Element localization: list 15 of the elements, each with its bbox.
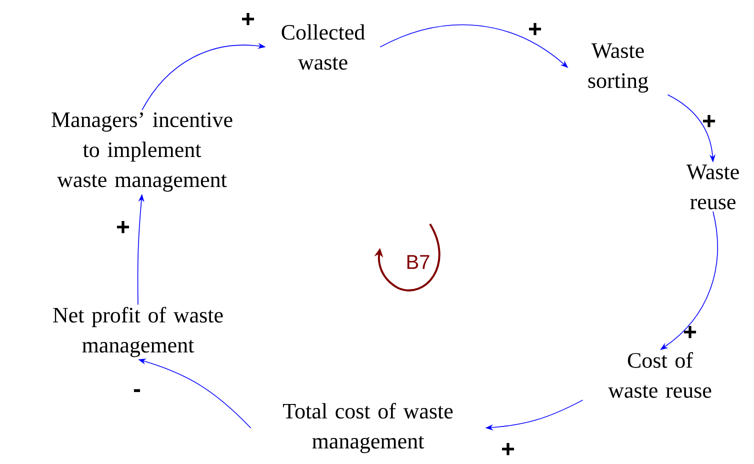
polarity-sign: -: [134, 389, 140, 392]
polarity-sign: +: [529, 22, 542, 36]
variable-text: Cost of waste reuse: [608, 352, 712, 398]
variable-text: Total cost of waste management: [283, 402, 453, 454]
variable-text: Net profit of waste management: [53, 306, 223, 358]
polarity-sign: +: [703, 114, 716, 128]
polarity-sign: +: [684, 326, 696, 338]
variable-text: Managers’ incentive to implement waste management: [52, 112, 232, 192]
variable-text: Waste reuse: [686, 164, 739, 210]
polarity-sign: +: [242, 12, 254, 26]
polarity-sign: +: [502, 442, 514, 456]
variable-text: Collected waste: [282, 24, 365, 70]
loop-label: B7: [407, 255, 430, 269]
variable-text: Waste sorting: [588, 43, 648, 93]
polarity-sign: +: [117, 220, 130, 234]
